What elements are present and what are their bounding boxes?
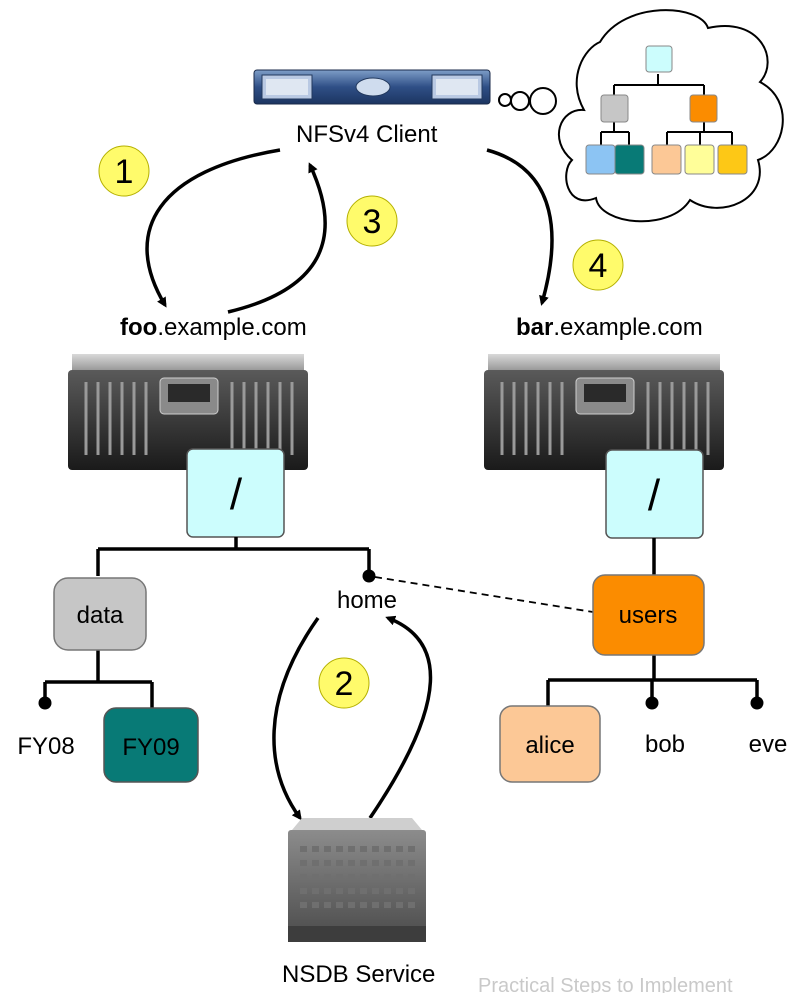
arrow-step-3 <box>227 162 327 314</box>
arrow-step-4 <box>486 148 554 306</box>
server-foo-icon <box>68 354 308 470</box>
referral-link <box>374 576 594 613</box>
bob-leaf-point <box>645 696 659 710</box>
svg-text:4: 4 <box>589 247 608 285</box>
svg-text:users: users <box>619 602 678 629</box>
server-bar-label: bar.example.com <box>516 314 703 341</box>
namespace-tree-icon <box>585 45 748 175</box>
arrow-step-2-up <box>368 615 433 819</box>
nsdb-label: NSDB Service <box>282 961 435 988</box>
server-foo-label: foo.example.com <box>120 314 307 341</box>
data-node <box>53 577 147 651</box>
svg-text:/: / <box>648 471 661 520</box>
fy08-leaf-point <box>38 696 52 710</box>
foo-tree-edges <box>43 537 371 708</box>
bob-label: bob <box>645 731 685 758</box>
users-node <box>592 574 705 656</box>
svg-text:/: / <box>230 470 243 519</box>
arrow-step-2-down <box>272 616 320 821</box>
svg-text:2: 2 <box>335 665 354 703</box>
alice-node <box>499 705 601 783</box>
svg-text:FY09: FY09 <box>122 734 179 761</box>
svg-text:1: 1 <box>115 153 134 191</box>
fy08-label: FY08 <box>17 733 74 760</box>
step-badge-1: 1 <box>98 145 150 197</box>
client-device-icon <box>253 69 491 105</box>
eve-leaf-point <box>750 696 764 710</box>
client-label: NFSv4 Client <box>296 121 438 148</box>
home-mount-point <box>362 569 376 583</box>
svg-text:data: data <box>77 602 124 629</box>
svg-text:alice: alice <box>525 732 574 759</box>
step-badge-4: 4 <box>572 239 624 291</box>
step-badge-3: 3 <box>346 195 398 247</box>
step-badge-2: 2 <box>318 657 370 709</box>
eve-label: eve <box>749 731 788 758</box>
bar-tree-edges <box>546 538 759 706</box>
home-label: home <box>337 587 397 614</box>
arrow-step-1 <box>145 148 281 308</box>
fy09-node <box>103 707 199 783</box>
slide-footer: Practical Steps to Implement <box>478 975 733 993</box>
svg-text:3: 3 <box>363 203 382 241</box>
nsdb-server-icon <box>288 818 426 942</box>
server-bar-icon <box>484 354 724 470</box>
